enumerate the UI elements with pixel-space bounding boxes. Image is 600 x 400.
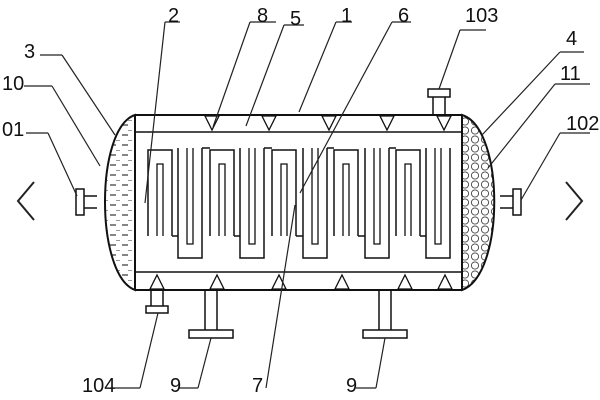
tube-loop <box>209 149 235 236</box>
label-5: 5 <box>290 8 301 30</box>
label-7: 7 <box>252 375 263 397</box>
label-4: 4 <box>566 28 577 50</box>
leader-lines <box>24 21 590 389</box>
label-10: 10 <box>2 73 24 95</box>
tube-inner-loop <box>373 148 381 245</box>
chevron-right-icon <box>565 181 584 221</box>
tube-loop <box>333 149 359 236</box>
prev-button[interactable] <box>8 176 44 226</box>
tube-loop <box>239 148 265 259</box>
top-nozzle-103 <box>427 88 451 115</box>
tube-loop <box>147 149 173 236</box>
tube-loop <box>302 148 328 259</box>
label-11: 11 <box>560 63 581 85</box>
label-104: 104 <box>82 375 115 397</box>
tube-inner-loop <box>311 148 319 245</box>
label-102: 102 <box>566 113 599 135</box>
baffle-top <box>435 115 453 132</box>
tube-loop <box>271 149 297 236</box>
label-9-left: 9 <box>170 375 181 397</box>
tube-loop <box>364 148 390 259</box>
label-101: 01 <box>2 119 24 141</box>
outlet-nozzle-102 <box>500 188 522 216</box>
chevron-left-icon <box>16 181 35 221</box>
tube-inner-loop <box>248 148 256 245</box>
baffle-top <box>378 115 396 132</box>
tube-loop <box>177 148 203 259</box>
right-head <box>461 113 496 292</box>
tube-inner-loop <box>156 163 164 236</box>
tube-inner-loop <box>186 148 194 245</box>
tube-inner-loop <box>342 163 350 236</box>
baffle-group <box>148 115 454 290</box>
baffle-top <box>203 115 221 132</box>
baffle-bottom <box>148 273 166 290</box>
baffle-top <box>320 115 338 132</box>
label-3: 3 <box>24 41 35 63</box>
label-9-right: 9 <box>346 375 357 397</box>
support-leg-right <box>362 290 408 339</box>
inlet-nozzle-101 <box>75 188 97 216</box>
baffle-bottom <box>436 273 454 290</box>
left-head <box>104 113 136 292</box>
baffle-top <box>260 115 278 132</box>
tube-inner-loop <box>404 163 412 236</box>
tube-inner-loop <box>280 163 288 236</box>
label-2: 2 <box>168 5 179 27</box>
baffle-bottom <box>208 273 226 290</box>
support-leg-left <box>188 290 234 339</box>
tube-loop <box>395 149 421 236</box>
serpentine-tube-bundle <box>147 147 451 259</box>
baffle-bottom <box>396 273 414 290</box>
next-button[interactable] <box>556 176 592 226</box>
label-6: 6 <box>398 5 409 27</box>
label-103: 103 <box>465 5 498 27</box>
baffle-bottom <box>333 273 351 290</box>
label-8: 8 <box>257 5 268 27</box>
tube-inner-loop <box>434 148 442 245</box>
tube-inner-loop <box>218 163 226 236</box>
label-1: 1 <box>341 5 352 27</box>
tube-loop <box>425 148 451 259</box>
bottom-nozzle-104 <box>145 290 169 314</box>
